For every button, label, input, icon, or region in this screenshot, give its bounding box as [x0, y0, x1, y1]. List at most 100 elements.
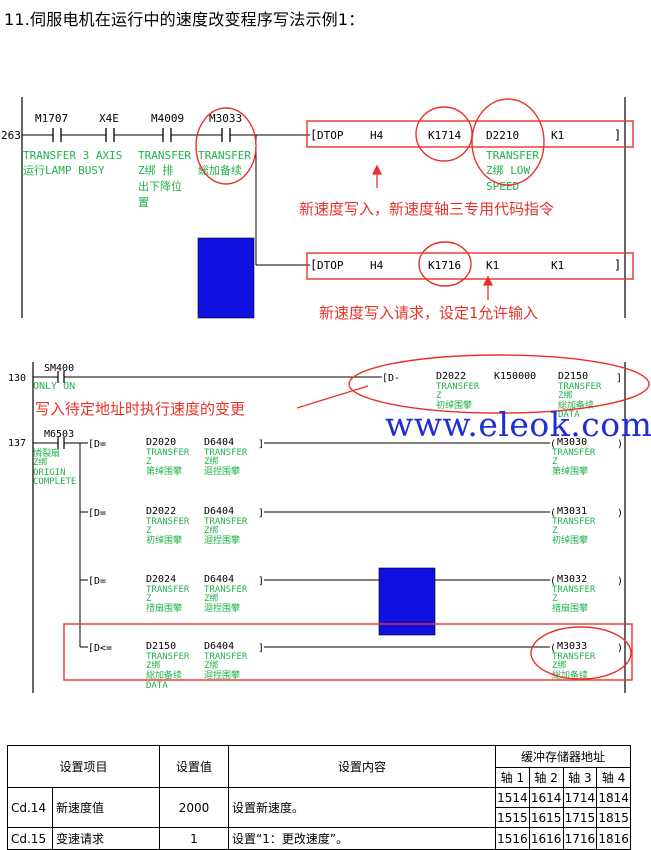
contact-comment: TRANSFER [198, 149, 251, 162]
contact-x4e [105, 128, 115, 142]
coil-open: ( [550, 643, 556, 654]
table-row: Cd.14 新速度值 2000 设置新速度。 1514 1614 1714 18… [7, 787, 631, 828]
step-number: 130 [8, 373, 26, 384]
instr-arg: D2022 [436, 371, 466, 382]
contact-comment: 运行LAMP BUSY [23, 164, 105, 177]
annotation-note: 新速度写入请求，设定1允许输入 [319, 304, 538, 322]
coil-comment: Z绑 [552, 659, 566, 671]
row-desc: 设置新速度。 [228, 787, 496, 828]
bracket-open: [ [88, 643, 94, 654]
instr-arg: K150000 [494, 371, 536, 382]
compare-a: D2020 [146, 437, 176, 448]
contact-m4009 [162, 128, 172, 142]
coil-comment: Z [552, 526, 558, 536]
coil-open: ( [550, 439, 556, 450]
row-address: 1815 [596, 807, 631, 828]
bracket-close: ] [614, 128, 621, 142]
coil-comment: Z [552, 457, 558, 467]
compare-op: D= [94, 508, 106, 519]
row-address: 1616 [528, 827, 564, 850]
row-desc: 设置“1：更改速度”。 [228, 827, 496, 850]
instr-comment: SPEED [486, 180, 519, 193]
ladder-1: 263 M1707 X4E M4009 M3033 TRANSFER 3 AXI… [1, 97, 634, 322]
selection-block [197, 237, 255, 319]
instr2-arg: H4 [370, 259, 384, 272]
contact-comment: TRANSFER [138, 149, 191, 162]
instr-comment: Z [436, 391, 442, 401]
row-item: 变速请求 [52, 827, 160, 850]
highlight-circle [530, 626, 632, 680]
highlight-box-compare [63, 623, 633, 681]
coil-comment: TRANSFER [552, 448, 596, 458]
instr-comment: DATA [558, 410, 580, 420]
header-axis: 轴 1 [495, 767, 530, 788]
contact-m3033 [221, 128, 231, 142]
compare-comment: 迴捏围攀 [204, 534, 240, 546]
bracket-open: [ [88, 508, 94, 519]
instr-comment: TRANSFER [558, 382, 602, 392]
step-number: 137 [8, 438, 26, 449]
bracket-close: ] [616, 373, 622, 384]
bracket-open: [ [310, 258, 317, 272]
compare-a: D2150 [146, 641, 176, 652]
coil-label: M3033 [557, 641, 587, 652]
coil-close: ) [617, 643, 623, 654]
instr2-arg: K1 [486, 259, 499, 272]
header-axis: 轴 3 [562, 767, 598, 788]
contact-label: M4009 [151, 112, 184, 125]
coil-comment: TRANSFER [552, 517, 596, 527]
compare-comment: Z绑 [146, 659, 160, 671]
arrow-head [482, 275, 494, 286]
row-code: Cd.15 [7, 827, 53, 850]
highlight-circle [348, 354, 650, 414]
instr-op: D- [388, 373, 400, 384]
coil-comment: 総加备续 [552, 669, 588, 681]
compare-comment: 迴捏围攀 [204, 602, 240, 614]
contact-comment: 出下降位 [138, 179, 182, 193]
compare-comment: 迴捏围攀 [204, 465, 240, 477]
compare-comment: TRANSFER [146, 652, 190, 662]
contact-comment: Z绑 [33, 456, 47, 468]
coil-close: ) [617, 508, 623, 519]
contact-comment: 置 [138, 196, 149, 209]
contact-comment: 総加备续 [198, 163, 242, 177]
coil-comment: 措扇围攀 [552, 602, 588, 614]
compare-op: D= [94, 576, 106, 587]
compare-b: D6404 [204, 506, 234, 517]
highlight-circle [418, 241, 472, 287]
watermark: www.eleok.com [385, 405, 651, 444]
instr2-op: DTOP [317, 259, 344, 272]
compare-comment: TRANSFER [146, 517, 190, 527]
row-address: 1716 [562, 827, 598, 850]
contact-label: M6503 [44, 429, 74, 440]
instr-comment: TRANSFER [436, 382, 480, 392]
compare-comment: 総加备续 [146, 669, 182, 681]
header-axis: 轴 2 [528, 767, 564, 788]
highlight-box-instr1 [306, 120, 634, 148]
compare-op: D<= [94, 643, 112, 654]
instr1-arg: K1 [551, 129, 564, 142]
contact-m1707 [52, 128, 62, 142]
coil-comment: Z [552, 594, 558, 604]
bracket-close: ] [258, 508, 264, 519]
arrow-head [371, 164, 383, 175]
compare-comment: 迴捏围攀 [204, 669, 240, 681]
contact-label: X4E [99, 112, 119, 125]
row-address: 1814 [596, 787, 631, 808]
annotation-note: 新速度写入，新速度轴三专用代码指令 [299, 200, 554, 218]
compare-b: D6404 [204, 574, 234, 585]
row-item: 新速度值 [52, 787, 160, 828]
table-row: Cd.15 变速请求 1 设置“1：更改速度”。 1516 1616 1716 … [7, 827, 631, 850]
bracket-close: ] [258, 576, 264, 587]
instr1-op: DTOP [317, 129, 344, 142]
instr-arg: D2150 [558, 371, 588, 382]
coil-label: M3030 [557, 437, 587, 448]
instr1-arg: H4 [370, 129, 384, 142]
annotation-note: 写入待定地址时执行速度的变更 [35, 400, 245, 418]
table-row: 1515 1615 1715 1815 [8, 807, 631, 828]
contact-comment: Z绑 排 [138, 163, 173, 177]
row-address: 1516 [495, 827, 530, 850]
contact-comment: ONLY ON [33, 381, 75, 392]
coil-comment: 第绰围攀 [552, 465, 588, 477]
compare-row-1: [ D= D2020 D6404 ] ( M3030 ) TRANSFER Z … [88, 437, 623, 477]
